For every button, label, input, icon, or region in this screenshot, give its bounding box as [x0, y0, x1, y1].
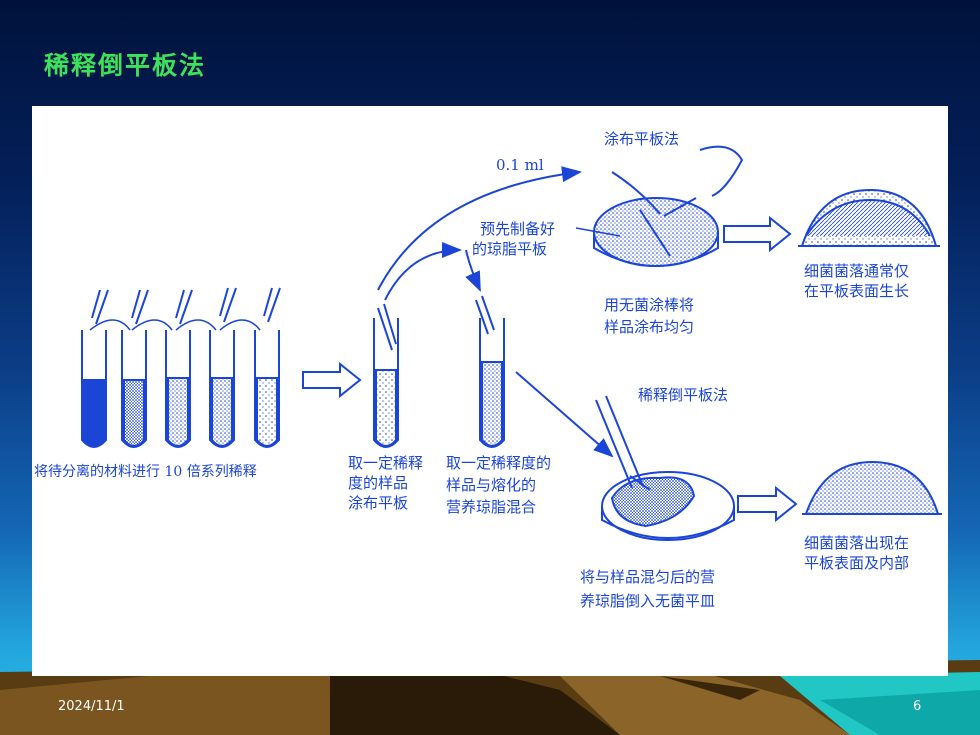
colonies-inside-line2: 平板表面及内部	[804, 554, 909, 572]
slide-title: 稀释倒平板法	[44, 51, 207, 80]
take-mix-line2: 样品与熔化的	[446, 476, 536, 494]
pour-method-label: 稀释倒平板法	[638, 386, 728, 404]
pipettes	[89, 287, 281, 331]
spread-rod-line2: 样品涂布均匀	[604, 318, 694, 336]
colonies-inside-line1: 细菌菌落出现在	[804, 534, 909, 552]
arrow-to-spread-plate	[377, 166, 582, 291]
spread-rod-line1: 用无菌涂棒将	[604, 296, 694, 314]
take-spread-line3: 涂布平板	[348, 494, 408, 512]
pour-dish-line2: 养琼脂倒入无菌平皿	[580, 592, 715, 610]
result-plate-surface	[798, 188, 940, 247]
arrow-pour-result	[737, 485, 798, 523]
take-spread-line2: 度的样品	[348, 474, 408, 492]
preformed-agar-line1: 预先制备好	[480, 220, 555, 238]
arrow-to-pour-plate	[515, 371, 614, 458]
dilution-tube-2	[121, 330, 147, 448]
colonies-surface-line1: 细菌菌落通常仅	[804, 262, 909, 280]
page-number: 6	[913, 699, 922, 714]
spread-plate-dish	[593, 145, 744, 267]
preformed-agar-line2: 的琼脂平板	[472, 240, 547, 258]
serial-dilution-label: 将待分离的材料进行 10 倍系列稀释	[34, 463, 257, 480]
footer-date: 2024/11/1	[58, 699, 125, 714]
take-mix-line3: 营养琼脂混合	[446, 498, 536, 516]
arrow-spread-result	[723, 215, 792, 253]
pour-dish-line1: 将与样品混匀后的营	[580, 568, 715, 586]
dilution-tube-1	[81, 330, 107, 448]
take-spread-line1: 取一定稀释	[348, 454, 423, 472]
take-mix-line1: 取一定稀释度的	[446, 454, 551, 472]
dilution-tube-5	[254, 330, 280, 448]
sample-tube-mix	[475, 295, 505, 448]
arrow-to-samples	[302, 361, 362, 399]
result-plate-inside	[802, 460, 942, 515]
colonies-surface-line2: 在平板表面生长	[804, 282, 909, 300]
sample-tube-spread	[373, 303, 399, 448]
dilution-tube-4	[209, 330, 235, 448]
volume-label: 0.1 ml	[496, 156, 544, 174]
dilution-tube-3	[165, 330, 191, 448]
spread-method-label: 涂布平板法	[604, 130, 679, 148]
pour-plate-dish	[595, 395, 735, 541]
